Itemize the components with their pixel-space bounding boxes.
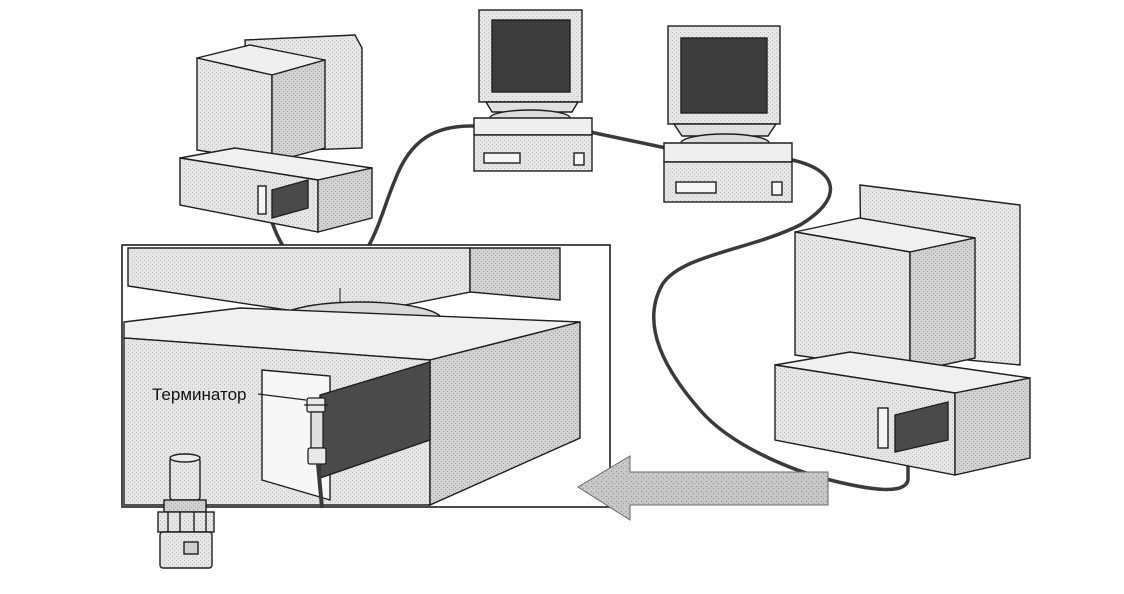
terminator-pointer — [257, 393, 307, 401]
computer-4-network-card — [894, 401, 949, 453]
computer-4-drive-slot — [877, 407, 889, 449]
computer-3-case-top — [663, 142, 793, 163]
computer-4-monitor-side — [909, 237, 976, 373]
inset-cable — [316, 463, 324, 509]
cable-segment-3-4 — [652, 156, 910, 492]
zoom-arrow — [577, 455, 829, 521]
computer-1-drive-slot — [257, 185, 267, 215]
computer-3-case-front — [663, 161, 793, 203]
computer-4-monitor-front — [794, 231, 911, 373]
computer-1-network-card — [271, 179, 309, 219]
cable-segment-2-3 — [588, 130, 668, 150]
computer-2-monitor-neck — [484, 101, 580, 113]
terminator-label: Терминатор — [152, 385, 247, 404]
computer-2-button — [573, 152, 585, 166]
computer-1-case-side — [317, 167, 373, 233]
computer-4-case-side — [954, 377, 1031, 476]
t-connector — [304, 397, 328, 465]
computer-2 — [473, 9, 593, 172]
computer-3 — [663, 25, 793, 203]
computer-1 — [179, 34, 373, 233]
computer-3-button — [771, 181, 783, 196]
computer-1-monitor-front — [196, 57, 273, 163]
inset-monitor-side — [469, 247, 561, 301]
computer-3-drive-slot — [675, 181, 717, 194]
computer-4 — [774, 184, 1031, 476]
computer-2-drive-slot — [483, 152, 521, 164]
computer-2-case-top — [473, 117, 593, 136]
computer-3-screen — [680, 37, 768, 114]
terminator-part — [157, 453, 215, 569]
computer-1-monitor-side — [271, 59, 326, 163]
computer-2-screen — [491, 19, 571, 93]
computer-3-monitor-neck — [672, 123, 778, 137]
inset-case-side — [429, 321, 581, 507]
